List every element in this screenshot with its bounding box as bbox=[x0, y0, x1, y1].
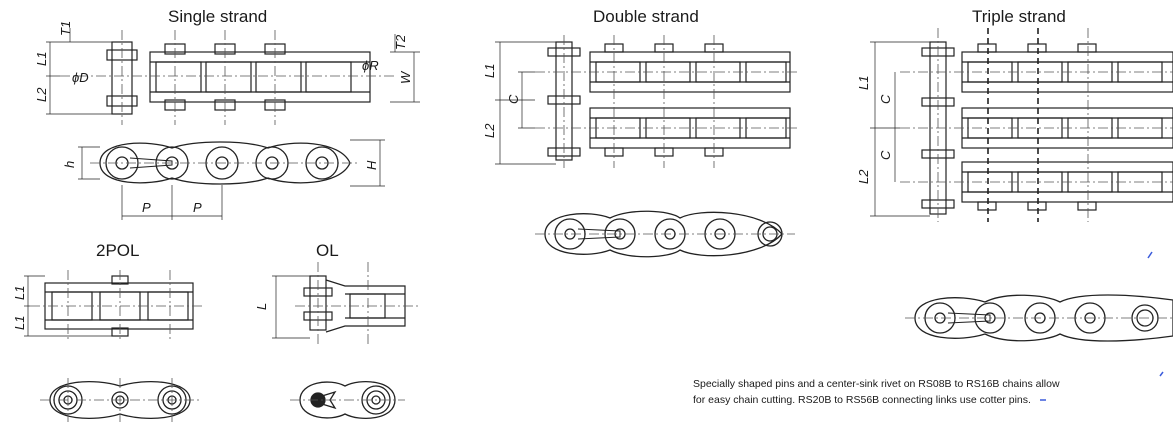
title-single-strand: Single strand bbox=[168, 7, 267, 26]
cutting-note: Specially shaped pins and a center-sink … bbox=[693, 376, 1173, 408]
dim-l-ol: L bbox=[254, 303, 269, 310]
dim-l2-double: L2 bbox=[482, 123, 497, 138]
single-strand-side-view bbox=[78, 139, 385, 220]
dim-l1-pol-bottom: L1 bbox=[12, 316, 27, 330]
dim-l1-pol-top: L1 bbox=[12, 286, 27, 300]
dim-l1-double: L1 bbox=[482, 64, 497, 78]
dim-w: W bbox=[398, 70, 413, 84]
single-strand-top-view bbox=[46, 28, 420, 125]
pol-top-view bbox=[24, 270, 205, 342]
dim-l1-single: L1 bbox=[34, 52, 49, 66]
dim-l2-single: L2 bbox=[34, 87, 49, 102]
dim-t2: T2 bbox=[393, 34, 408, 50]
title-double-strand: Double strand bbox=[593, 7, 699, 26]
dim-t1: T1 bbox=[58, 21, 73, 36]
note-line-2: for easy chain cutting. RS20B to RS56B c… bbox=[693, 394, 1031, 406]
dim-l2-triple: L2 bbox=[856, 169, 871, 184]
double-strand-top-view bbox=[495, 35, 800, 168]
dim-h-large: H bbox=[364, 160, 379, 170]
dim-d: ϕD bbox=[72, 70, 89, 85]
triple-strand-top-view bbox=[870, 28, 1173, 222]
ol-side-view bbox=[290, 380, 405, 420]
dim-l1-triple: L1 bbox=[856, 76, 871, 90]
watermark-marks bbox=[1040, 251, 1164, 401]
note-line-1: Specially shaped pins and a center-sink … bbox=[693, 378, 1060, 390]
title-triple-strand: Triple strand bbox=[972, 7, 1066, 26]
dim-r: ϕR bbox=[362, 58, 379, 73]
dim-p-1: P bbox=[142, 200, 151, 215]
dim-c-triple-2: C bbox=[878, 150, 893, 160]
dim-c-triple-1: C bbox=[878, 94, 893, 104]
title-ol: OL bbox=[316, 241, 339, 260]
double-strand-side-view bbox=[535, 210, 795, 258]
dim-h-small: h bbox=[62, 161, 77, 168]
triple-strand-side-view bbox=[905, 294, 1173, 342]
ol-top-view bbox=[272, 262, 420, 345]
title-2pol: 2POL bbox=[96, 241, 139, 260]
dim-p-2: P bbox=[193, 200, 202, 215]
dim-c-double: C bbox=[506, 94, 521, 104]
pol-side-view bbox=[40, 378, 200, 422]
